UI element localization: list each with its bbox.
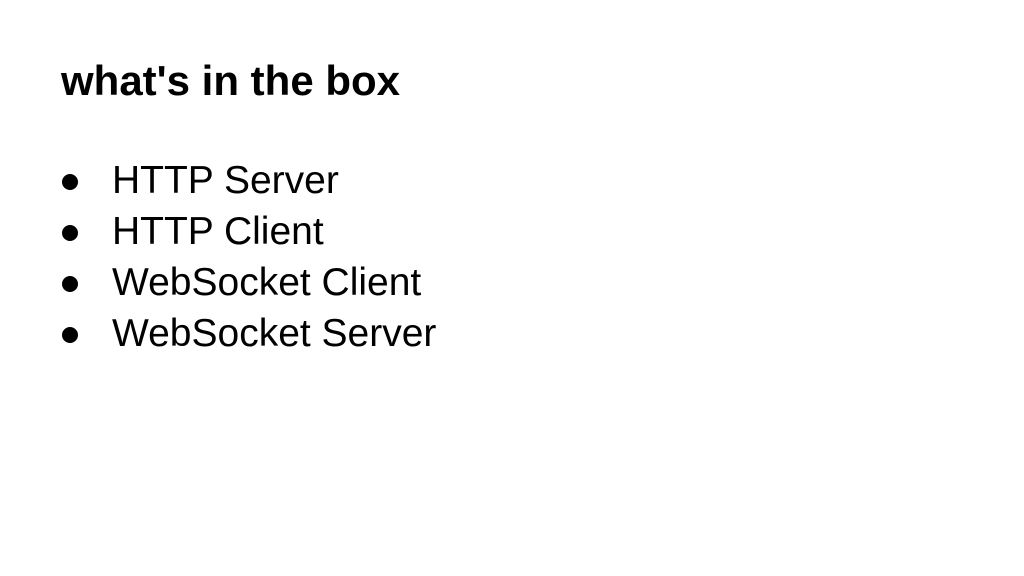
bullet-list: HTTP Server HTTP Client WebSocket Client… xyxy=(61,155,436,359)
list-item: HTTP Client xyxy=(61,206,436,257)
list-item-label: WebSocket Client xyxy=(112,261,422,304)
list-item-label: HTTP Server xyxy=(112,159,339,202)
bullet-icon xyxy=(62,326,78,343)
list-item-label: WebSocket Server xyxy=(112,312,437,355)
list-item-label: HTTP Client xyxy=(112,210,324,253)
bullet-icon xyxy=(62,224,78,241)
bullet-icon xyxy=(62,275,78,292)
list-item: WebSocket Server xyxy=(61,308,436,359)
slide-title: what's in the box xyxy=(61,57,401,104)
list-item: WebSocket Client xyxy=(61,257,436,308)
list-item: HTTP Server xyxy=(61,155,436,206)
bullet-icon xyxy=(62,173,78,190)
